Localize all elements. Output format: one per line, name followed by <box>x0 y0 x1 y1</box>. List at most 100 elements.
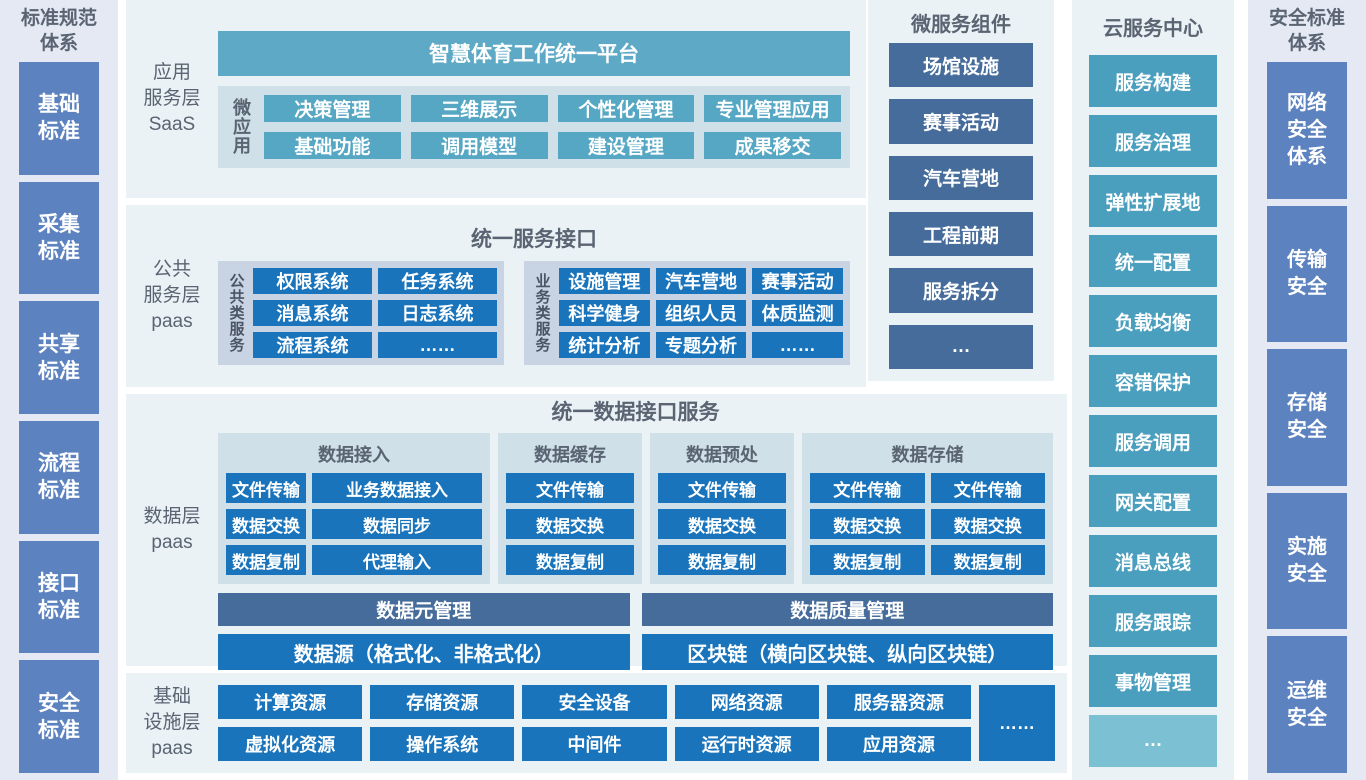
infra-item-7[interactable]: 中间件 <box>522 727 667 761</box>
infra-more-item[interactable]: …… <box>979 685 1055 761</box>
label-line1: 共享 <box>38 332 80 356</box>
cloud-item-7[interactable]: 网关配置 <box>1089 475 1217 527</box>
data-storage-item-3[interactable]: 数据交换 <box>930 509 1045 539</box>
cloud-item-0[interactable]: 服务构建 <box>1089 55 1217 107</box>
business-service-item-1[interactable]: 汽车营地 <box>655 268 747 294</box>
cloud-item-10[interactable]: 事物管理 <box>1089 655 1217 707</box>
label-line1: 基础 <box>38 93 80 117</box>
data-access-item-3[interactable]: 数据同步 <box>312 509 482 539</box>
data-access-item-0[interactable]: 文件传输 <box>226 473 306 503</box>
data-cache-item-0[interactable]: 文件传输 <box>506 473 634 503</box>
left-rail-item-0[interactable]: 基础 标准 <box>19 62 99 175</box>
app-tile-5[interactable]: 调用模型 <box>410 131 548 159</box>
infra-item-0[interactable]: 计算资源 <box>218 685 363 719</box>
common-service-item-1[interactable]: 任务系统 <box>378 268 497 294</box>
data-preprocess-item-0[interactable]: 文件传输 <box>658 473 786 503</box>
unified-platform-banner[interactable]: 智慧体育工作统一平台 <box>218 30 850 76</box>
common-service-item-5[interactable]: …… <box>378 332 497 358</box>
business-service-item-6[interactable]: 统计分析 <box>559 332 650 358</box>
app-tile-0[interactable]: 决策管理 <box>264 94 401 122</box>
data-access-item-5[interactable]: 代理输入 <box>312 545 482 575</box>
data-storage-item-2[interactable]: 数据交换 <box>810 509 925 539</box>
app-tile-3[interactable]: 专业管理应用 <box>704 94 841 122</box>
common-service-item-4[interactable]: 流程系统 <box>253 332 372 358</box>
app-tile-2[interactable]: 个性化管理 <box>557 94 695 122</box>
microservice-item-1[interactable]: 赛事活动 <box>889 99 1033 144</box>
microservice-item-3[interactable]: 工程前期 <box>889 211 1033 257</box>
infra-item-4[interactable]: 服务器资源 <box>826 685 971 719</box>
common-service-item-2[interactable]: 消息系统 <box>253 300 372 326</box>
business-service-item-2[interactable]: 赛事活动 <box>752 268 843 294</box>
data-storage-item-0[interactable]: 文件传输 <box>810 473 925 503</box>
left-rail-item-2[interactable]: 共享 标准 <box>19 301 99 415</box>
left-rail-title: 标准规范 体系 <box>5 0 113 62</box>
metadata-management-bar[interactable]: 数据元管理 <box>218 593 630 626</box>
business-service-item-7[interactable]: 专题分析 <box>655 332 747 358</box>
data-access-item-1[interactable]: 业务数据接入 <box>312 473 482 503</box>
data-preprocess-item-2[interactable]: 数据复制 <box>658 545 786 575</box>
infra-item-6[interactable]: 操作系统 <box>370 727 515 761</box>
business-service-item-3[interactable]: 科学健身 <box>559 300 650 326</box>
left-rail-item-3[interactable]: 流程 标准 <box>19 421 99 534</box>
right-rail-item-3[interactable]: 实施 安全 <box>1267 492 1347 630</box>
cloud-item-2[interactable]: 弹性扩展地 <box>1089 175 1217 227</box>
business-service-vertical-label: 业务类服务 <box>533 273 551 353</box>
cloud-item-9[interactable]: 服务跟踪 <box>1089 595 1217 647</box>
cloud-item-11[interactable]: … <box>1089 715 1217 767</box>
business-service-item-8[interactable]: …… <box>752 332 843 358</box>
label-line1: 实施 <box>1287 536 1327 559</box>
business-service-item-0[interactable]: 设施管理 <box>559 268 650 294</box>
right-rail-item-2[interactable]: 存储 安全 <box>1267 349 1347 486</box>
infra-item-8[interactable]: 运行时资源 <box>674 727 819 761</box>
cloud-item-4[interactable]: 负载均衡 <box>1089 295 1217 347</box>
right-rail-item-1[interactable]: 传输 安全 <box>1267 205 1347 343</box>
infra-item-2[interactable]: 安全设备 <box>522 685 667 719</box>
business-service-item-4[interactable]: 组织人员 <box>655 300 747 326</box>
infra-item-3[interactable]: 网络资源 <box>674 685 819 719</box>
microservice-item-5[interactable]: … <box>889 324 1033 369</box>
infra-item-9[interactable]: 应用资源 <box>826 727 971 761</box>
cloud-item-5[interactable]: 容错保护 <box>1089 355 1217 407</box>
common-service-item-0[interactable]: 权限系统 <box>253 268 372 294</box>
data-storage-title: 数据存储 <box>891 445 964 465</box>
common-service-item-3[interactable]: 日志系统 <box>378 300 497 326</box>
right-rail-item-4[interactable]: 运维 安全 <box>1267 636 1347 773</box>
cloud-item-8[interactable]: 消息总线 <box>1089 535 1217 587</box>
common-service-vertical-label: 公共类服务 <box>227 273 245 353</box>
left-rail-item-5[interactable]: 安全 标准 <box>19 660 99 774</box>
microservice-item-0[interactable]: 场馆设施 <box>889 43 1033 88</box>
data-storage-item-5[interactable]: 数据复制 <box>930 545 1045 575</box>
infrastructure-body: 计算资源 存储资源 安全设备 网络资源 服务器资源 虚拟化资源 操作系统 中间件… <box>218 685 1067 761</box>
label-line2: 设施层 <box>143 712 201 733</box>
data-cache-item-1[interactable]: 数据交换 <box>506 509 634 539</box>
app-tile-1[interactable]: 三维展示 <box>410 94 548 122</box>
app-tile-6[interactable]: 建设管理 <box>557 131 695 159</box>
app-tile-4[interactable]: 基础功能 <box>264 131 401 159</box>
microservice-item-2[interactable]: 汽车营地 <box>889 155 1033 200</box>
data-cache-item-2[interactable]: 数据复制 <box>506 545 634 575</box>
label-line1: 传输 <box>1287 248 1327 271</box>
label-line1: 接口 <box>38 572 80 596</box>
data-storage-item-4[interactable]: 数据复制 <box>810 545 925 575</box>
cloud-item-3[interactable]: 统一配置 <box>1089 235 1217 287</box>
data-management-right-col: 数据质量管理 区块链（横向区块链、纵向区块链） <box>641 593 1053 670</box>
infra-item-5[interactable]: 虚拟化资源 <box>218 727 363 761</box>
data-quality-management-bar[interactable]: 数据质量管理 <box>641 593 1053 626</box>
cloud-item-6[interactable]: 服务调用 <box>1089 415 1217 467</box>
data-preprocess-item-1[interactable]: 数据交换 <box>658 509 786 539</box>
data-source-bar[interactable]: 数据源（格式化、非格式化） <box>218 634 630 670</box>
data-storage-item-1[interactable]: 文件传输 <box>930 473 1045 503</box>
app-tile-7[interactable]: 成果移交 <box>704 131 841 159</box>
business-service-item-5[interactable]: 体质监测 <box>752 300 843 326</box>
micro-app-wrapper: 微应用 决策管理 三维展示 个性化管理 专业管理应用 基础功能 调用模型 建设管… <box>218 85 850 168</box>
cloud-item-1[interactable]: 服务治理 <box>1089 115 1217 167</box>
data-access-item-2[interactable]: 数据交换 <box>226 509 306 539</box>
blockchain-bar[interactable]: 区块链（横向区块链、纵向区块链） <box>641 634 1053 670</box>
left-rail-item-4[interactable]: 接口 标准 <box>19 540 99 654</box>
left-rail-item-1[interactable]: 采集 标准 <box>19 181 99 295</box>
microservice-item-4[interactable]: 服务拆分 <box>889 268 1033 313</box>
right-rail-item-0[interactable]: 网络 安全 体系 <box>1267 62 1347 199</box>
data-access-item-4[interactable]: 数据复制 <box>226 545 306 575</box>
infra-item-1[interactable]: 存储资源 <box>370 685 515 719</box>
